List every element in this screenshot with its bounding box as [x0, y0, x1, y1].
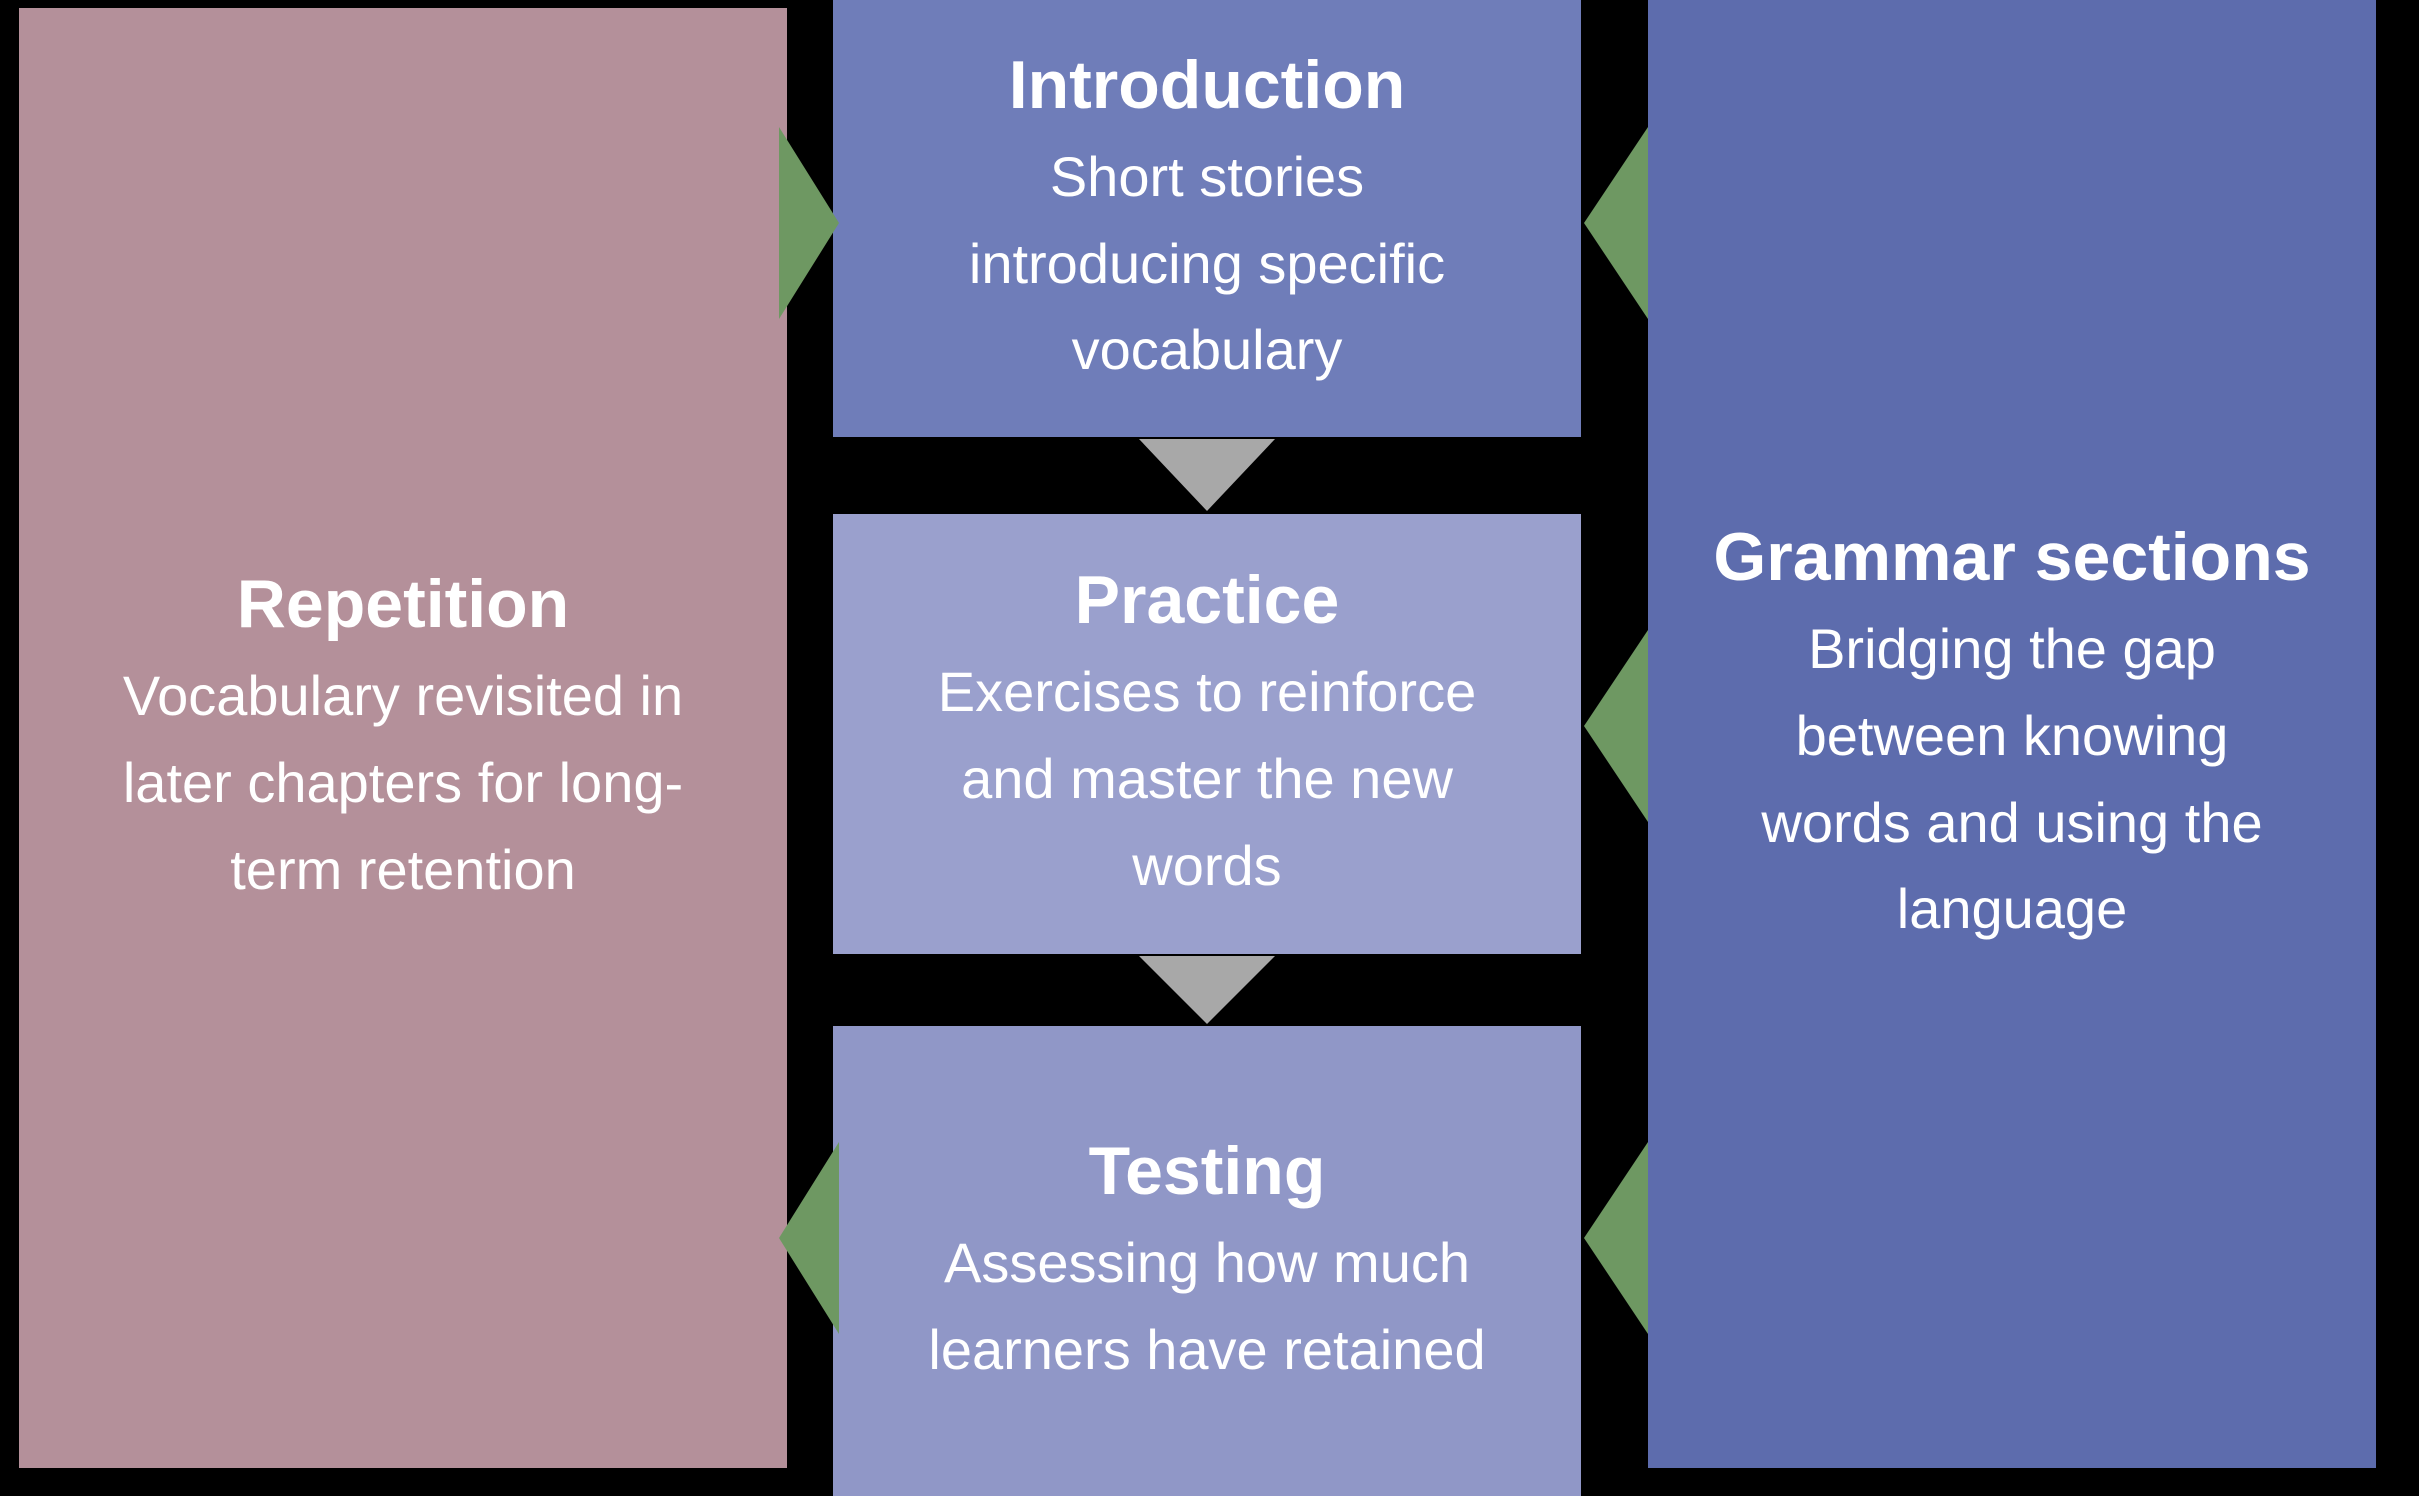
- practice-box: Practice Exercises to reinforce and mast…: [833, 514, 1581, 954]
- down-arrow-icon: [1139, 956, 1275, 1024]
- introduction-box: Introduction Short stories introducing s…: [833, 0, 1581, 437]
- repetition-panel: Repetition Vocabulary revisited in later…: [19, 8, 787, 1468]
- introduction-description: Short stories introducing specific vocab…: [968, 144, 1446, 382]
- grammar-sections-description: Bridging the gap between knowing words a…: [1761, 616, 2263, 941]
- left-arrow-icon: [1584, 127, 1648, 319]
- repetition-title: Repetition: [236, 566, 570, 643]
- right-arrow-icon: [779, 127, 839, 319]
- practice-description: Exercises to reinforce and master the ne…: [937, 660, 1477, 897]
- down-arrow-icon: [1139, 439, 1275, 511]
- repetition-description: Vocabulary revisited in later chapters f…: [122, 664, 684, 901]
- grammar-sections-panel: Grammar sections Bridging the gap betwee…: [1648, 0, 2376, 1468]
- testing-description: Assessing how much learners have retaine…: [928, 1230, 1486, 1381]
- introduction-title: Introduction: [1008, 46, 1406, 123]
- testing-title: Testing: [1088, 1132, 1326, 1209]
- left-arrow-icon: [779, 1142, 839, 1334]
- left-arrow-icon: [1584, 1142, 1648, 1334]
- grammar-sections-title: Grammar sections: [1713, 518, 2311, 595]
- left-arrow-icon: [1584, 630, 1648, 822]
- practice-title: Practice: [1074, 562, 1340, 639]
- testing-box: Testing Assessing how much learners have…: [833, 1026, 1581, 1496]
